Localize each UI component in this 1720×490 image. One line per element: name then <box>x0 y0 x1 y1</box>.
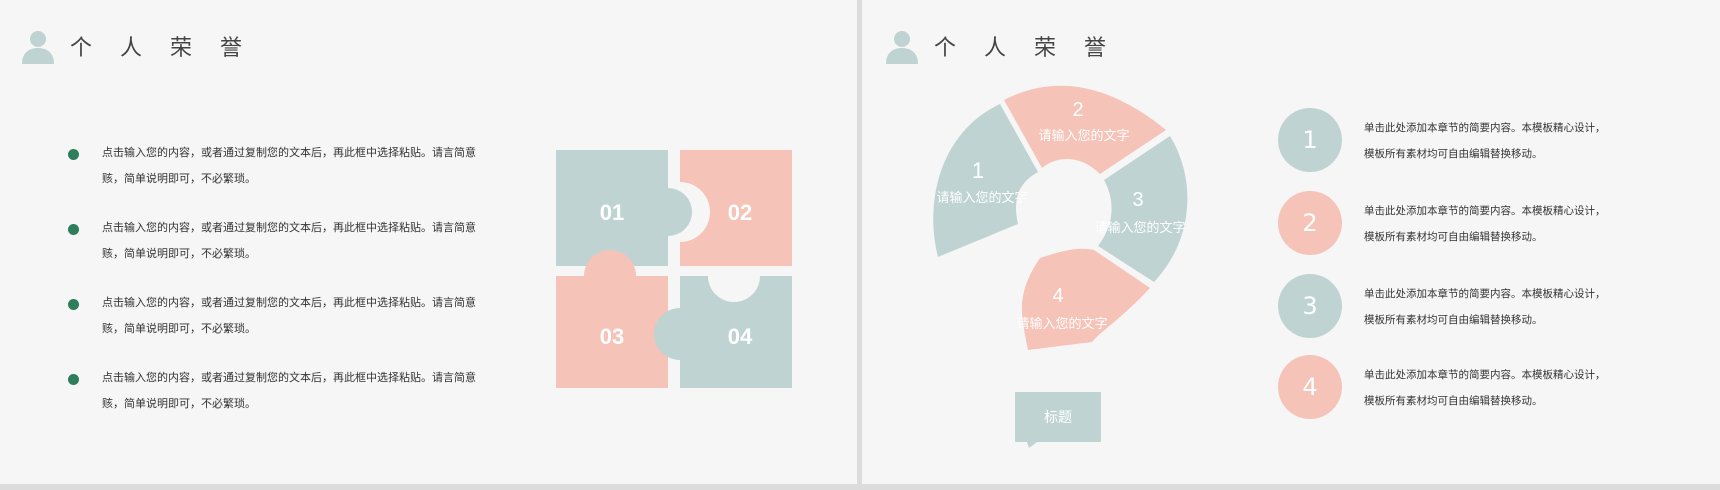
title-label-box: 标题 <box>1015 392 1101 448</box>
puzzle-piece-04: 04 <box>654 276 792 388</box>
slide-header: 个人荣誉 <box>20 26 270 66</box>
puzzle-piece-03: 03 <box>556 250 668 388</box>
slide-header: 个人荣誉 <box>884 26 1134 66</box>
svg-text:请输入您的文字: 请输入您的文字 <box>936 190 1027 206</box>
bullet-text[interactable]: 点击输入您的内容，或者通过复制您的文本后，再此框中选择粘贴。请言简意赅，简单说明… <box>102 296 476 335</box>
question-segment-1: 1 请输入您的文字 <box>933 104 1038 257</box>
number-circle-3: 3 <box>1278 274 1342 338</box>
svg-text:2: 2 <box>1072 99 1083 121</box>
question-mark-graphic: 1 请输入您的文字 2 请输入您的文字 3 请输入您的文字 4 请输入您的文字 <box>933 85 1188 350</box>
item-text-1[interactable]: 单击此处添加本章节的简要内容。本模板精心设计，模板所有素材均可自由编辑替换移动。 <box>1364 122 1606 160</box>
item-text-2[interactable]: 单击此处添加本章节的简要内容。本模板精心设计，模板所有素材均可自由编辑替换移动。 <box>1364 205 1606 243</box>
page-title: 个人荣誉 <box>934 36 1135 61</box>
item-text-3[interactable]: 单击此处添加本章节的简要内容。本模板精心设计，模板所有素材均可自由编辑替换移动。 <box>1364 288 1606 326</box>
question-segment-4: 4 请输入您的文字 <box>1016 248 1150 350</box>
bullet-dot <box>68 299 79 310</box>
puzzle-label-03: 03 <box>600 324 624 349</box>
puzzle-label-02: 02 <box>728 200 752 225</box>
number-circle-4: 4 <box>1278 355 1342 419</box>
left-slide: 个人荣誉 点击输入您的内容，或者通过复制您的文本后，再此框中选择粘贴。请言简意赅… <box>0 0 857 484</box>
puzzle-label-01: 01 <box>600 200 624 225</box>
svg-text:3: 3 <box>1132 189 1143 211</box>
person-icon <box>22 31 54 64</box>
puzzle-label-04: 04 <box>728 324 753 349</box>
question-segment-3: 3 请输入您的文字 <box>1094 136 1188 282</box>
svg-text:请输入您的文字: 请输入您的文字 <box>1038 128 1129 144</box>
bullet-dot <box>68 149 79 160</box>
bullet-dot <box>68 224 79 235</box>
number-circle-1: 1 <box>1278 108 1342 172</box>
puzzle-graphic: 01 02 03 04 <box>554 148 794 390</box>
bullet-text[interactable]: 点击输入您的内容，或者通过复制您的文本后，再此框中选择粘贴。请言简意赅，简单说明… <box>102 146 476 185</box>
svg-text:请输入您的文字: 请输入您的文字 <box>1016 316 1107 332</box>
bullet-text[interactable]: 点击输入您的内容，或者通过复制您的文本后，再此框中选择粘贴。请言简意赅，简单说明… <box>102 371 476 410</box>
person-icon <box>886 31 918 64</box>
svg-text:1: 1 <box>972 158 984 183</box>
puzzle-piece-01: 01 <box>556 150 692 266</box>
svg-text:请输入您的文字: 请输入您的文字 <box>1094 220 1185 236</box>
puzzle-piece-02: 02 <box>680 150 792 266</box>
bullet-text[interactable]: 点击输入您的内容，或者通过复制您的文本后，再此框中选择粘贴。请言简意赅，简单说明… <box>102 221 476 260</box>
number-circle-2: 2 <box>1278 191 1342 255</box>
svg-text:4: 4 <box>1052 285 1063 307</box>
question-segment-2: 2 请输入您的文字 <box>1004 85 1166 174</box>
item-text-4[interactable]: 单击此处添加本章节的简要内容。本模板精心设计，模板所有素材均可自由编辑替换移动。 <box>1364 369 1606 407</box>
bullet-dot <box>68 374 79 385</box>
svg-text:标题: 标题 <box>1044 410 1072 426</box>
page-title: 个人荣誉 <box>70 36 271 61</box>
